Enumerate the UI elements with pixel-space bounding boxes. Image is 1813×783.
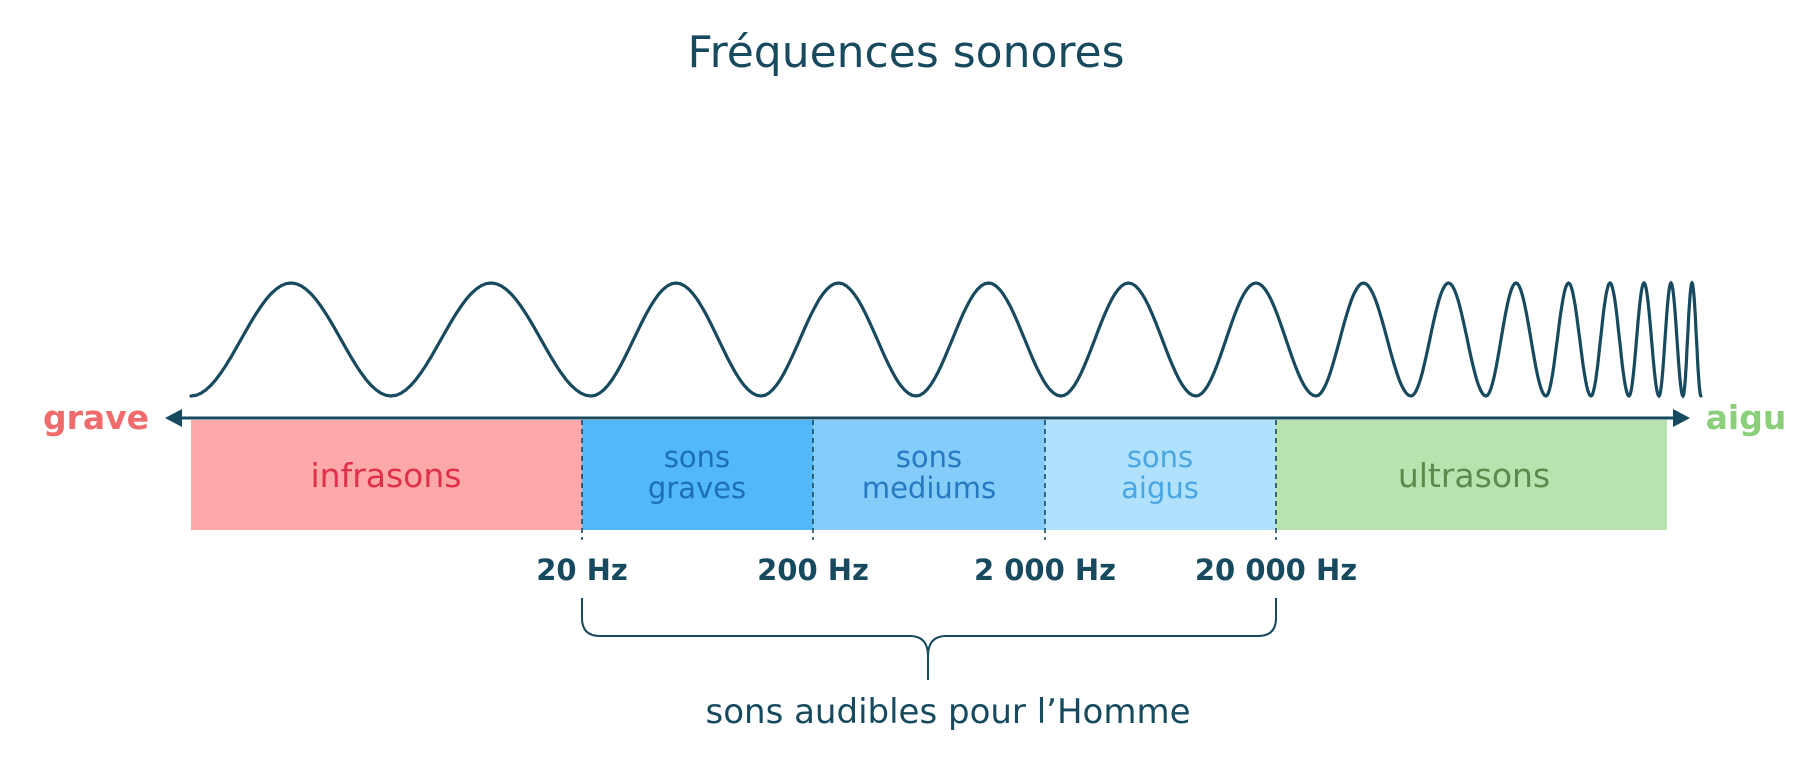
band-infrasons: infrasons bbox=[191, 420, 582, 530]
freq-label-200hz: 200 Hz bbox=[757, 553, 869, 587]
audible-range-label: sons audibles pour l’Homme bbox=[706, 692, 1191, 732]
audible-range-brace bbox=[581, 598, 1277, 680]
band-sons-aigus-label-line1: sons bbox=[1127, 440, 1193, 474]
diagram-title: Fréquences sonores bbox=[687, 27, 1124, 78]
band-infrasons-rect bbox=[191, 420, 582, 530]
band-sons-mediums-label-line1: sons bbox=[896, 440, 962, 474]
sound-wave bbox=[189, 280, 1703, 399]
band-sons-graves-label-line1: sons bbox=[664, 440, 730, 474]
band-sons-aigus-rect bbox=[1045, 420, 1276, 530]
band-infrasons-label: infrasons bbox=[311, 456, 462, 495]
band-sons-mediums: sons mediums bbox=[813, 420, 1045, 530]
band-sons-mediums-rect bbox=[813, 420, 1045, 530]
band-ultrasons-label: ultrasons bbox=[1398, 456, 1550, 495]
frequency-axis bbox=[165, 409, 1690, 427]
band-ultrasons: ultrasons bbox=[1276, 420, 1667, 530]
arrow-right-icon bbox=[1673, 409, 1690, 427]
band-sons-graves-label-line2: graves bbox=[648, 471, 746, 505]
frequency-bands: infrasons sons graves sons mediums sons … bbox=[191, 420, 1667, 530]
freq-label-20hz: 20 Hz bbox=[536, 553, 628, 587]
aigu-label: aigu bbox=[1706, 398, 1787, 437]
freq-label-2000hz: 2 000 Hz bbox=[974, 553, 1116, 587]
grave-label: grave bbox=[43, 398, 149, 437]
freq-label-20000hz: 20 000 Hz bbox=[1195, 553, 1357, 587]
frequency-labels: 20 Hz 200 Hz 2 000 Hz 20 000 Hz bbox=[536, 553, 1357, 587]
band-ultrasons-rect bbox=[1276, 420, 1667, 530]
band-sons-graves-rect bbox=[582, 420, 813, 530]
band-sons-graves: sons graves bbox=[582, 420, 813, 530]
band-sons-aigus-label-line2: aigus bbox=[1121, 471, 1199, 505]
arrow-left-icon bbox=[165, 409, 182, 427]
band-sons-aigus: sons aigus bbox=[1045, 420, 1276, 530]
band-separators bbox=[581, 420, 1277, 540]
band-sons-mediums-label-line2: mediums bbox=[862, 471, 996, 505]
